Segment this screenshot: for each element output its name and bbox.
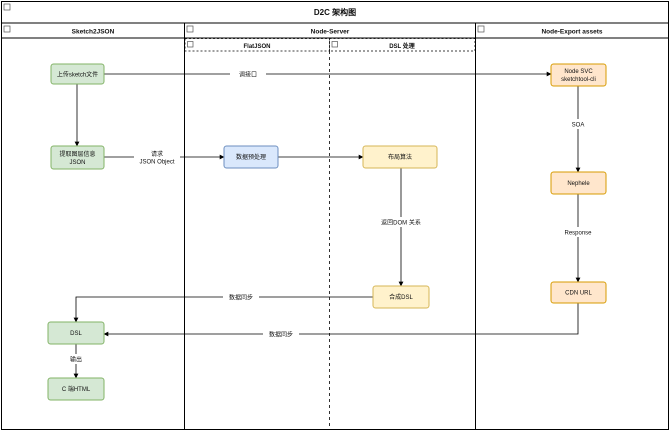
edge-sync-data-2[interactable] bbox=[103, 303, 579, 337]
edge-label-soa: SOA bbox=[572, 123, 585, 129]
edge-label-output: 输出 bbox=[70, 356, 82, 364]
svg-text:合成DSL: 合成DSL bbox=[389, 293, 413, 301]
svg-text:sketchtool-cli: sketchtool-cli bbox=[561, 77, 596, 83]
svg-text:数据预处理: 数据预处理 bbox=[236, 153, 266, 161]
lane-collapse-toggle[interactable] bbox=[331, 41, 338, 48]
svg-text:JSON: JSON bbox=[69, 160, 85, 166]
svg-text:C 端HTML: C 端HTML bbox=[62, 385, 91, 393]
node-cdn-url[interactable]: CDN URL bbox=[550, 281, 607, 304]
lane-collapse-toggle[interactable] bbox=[187, 41, 194, 48]
node-nephele[interactable]: Nephele bbox=[550, 171, 607, 195]
frame-collapse-toggle[interactable] bbox=[3, 3, 11, 11]
node-dsl[interactable]: DSL bbox=[47, 321, 105, 345]
node-node-svc[interactable]: Node SVC sketchtool-cli bbox=[550, 63, 607, 87]
node-upload-sketch[interactable]: 上传sketch文件 bbox=[50, 63, 105, 85]
svg-text:提取图层信息: 提取图层信息 bbox=[59, 150, 95, 158]
lane-collapse-toggle[interactable] bbox=[3, 25, 11, 33]
edge-label-request-line2: JSON Object bbox=[139, 160, 174, 166]
sublane-title-dsl-process: DSL 处理 bbox=[389, 42, 415, 50]
diagram-title: D2C 架构图 bbox=[314, 7, 356, 17]
svg-text:Nephele: Nephele bbox=[567, 181, 590, 187]
node-data-preprocess[interactable]: 数据预处理 bbox=[223, 145, 279, 169]
svg-text:Node SVC: Node SVC bbox=[564, 69, 593, 75]
node-c-html[interactable]: C 端HTML bbox=[47, 377, 105, 401]
edge-label-sync-data-1: 数据同步 bbox=[229, 294, 253, 302]
edge-sync-data-1[interactable] bbox=[73, 296, 373, 323]
svg-text:布局算法: 布局算法 bbox=[388, 153, 412, 161]
edges bbox=[73, 71, 581, 379]
node-layout-algo[interactable]: 布局算法 bbox=[362, 145, 438, 169]
lane-node-export: Node-Export assets bbox=[475, 22, 669, 430]
sublane-title-flatjson: FlatJSON bbox=[243, 44, 270, 50]
svg-text:上传sketch文件: 上传sketch文件 bbox=[57, 71, 98, 79]
edge-labels: 调接口 请求 JSON Object 返回DOM 关系 数据同步 数据同步 输出… bbox=[66, 69, 597, 364]
edge-label-response: Response bbox=[564, 231, 592, 237]
edge-label-request-line1: 请求 bbox=[151, 150, 163, 158]
edge-label-return-dom: 返回DOM 关系 bbox=[381, 219, 421, 227]
lane-title-node-export: Node-Export assets bbox=[541, 29, 602, 36]
lane-collapse-toggle[interactable] bbox=[477, 25, 485, 33]
lane-title-sketch2json: Sketch2JSON bbox=[72, 29, 115, 36]
node-compose-dsl[interactable]: 合成DSL bbox=[372, 285, 430, 309]
edge-label-call-api: 调接口 bbox=[239, 71, 257, 79]
lane-collapse-toggle[interactable] bbox=[186, 25, 194, 33]
svg-text:DSL: DSL bbox=[70, 331, 82, 337]
sublane-flatjson bbox=[184, 38, 330, 52]
node-extract-layer[interactable]: 提取图层信息 JSON bbox=[50, 145, 105, 170]
lane-title-node-server: Node-Server bbox=[311, 29, 350, 36]
edge-label-sync-data-2: 数据同步 bbox=[269, 331, 293, 339]
sublane-dsl-process bbox=[329, 38, 476, 52]
svg-text:CDN URL: CDN URL bbox=[565, 291, 592, 297]
